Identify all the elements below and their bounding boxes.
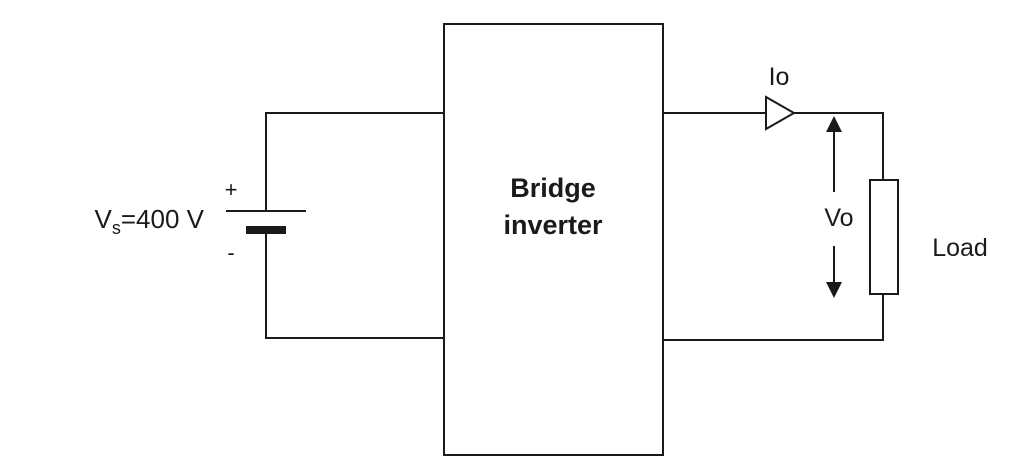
bridge-inverter-block xyxy=(443,23,664,456)
source-voltage-symbol: V xyxy=(95,204,113,234)
inverter-label-line1: Bridge xyxy=(510,173,596,203)
dc-source-symbol xyxy=(226,210,306,234)
output-voltage-label: Vo xyxy=(824,204,853,232)
source-bottom-wire xyxy=(265,231,444,339)
battery-negative-plate xyxy=(246,226,286,234)
minus-sign: - xyxy=(227,240,234,265)
plus-sign: + xyxy=(225,177,238,202)
source-voltage-value: =400 V xyxy=(121,204,205,234)
source-top-wire xyxy=(265,112,444,211)
output-bottom-wire xyxy=(663,294,884,341)
output-voltage-indicator xyxy=(826,116,842,298)
source-wiring xyxy=(265,112,444,339)
load-resistor xyxy=(869,179,899,295)
output-current-label: Io xyxy=(769,63,790,91)
output-wiring xyxy=(663,112,884,341)
inverter-label-line2: inverter xyxy=(503,210,603,240)
source-voltage-subscript: s xyxy=(112,218,121,238)
voltage-arrow-down-icon xyxy=(826,282,842,298)
current-arrow-icon xyxy=(765,95,797,131)
load-label: Load xyxy=(932,234,988,262)
source-voltage-label: Vs=400 V xyxy=(95,204,205,238)
voltage-arrow-up-icon xyxy=(826,116,842,132)
output-top-wire xyxy=(663,112,884,180)
